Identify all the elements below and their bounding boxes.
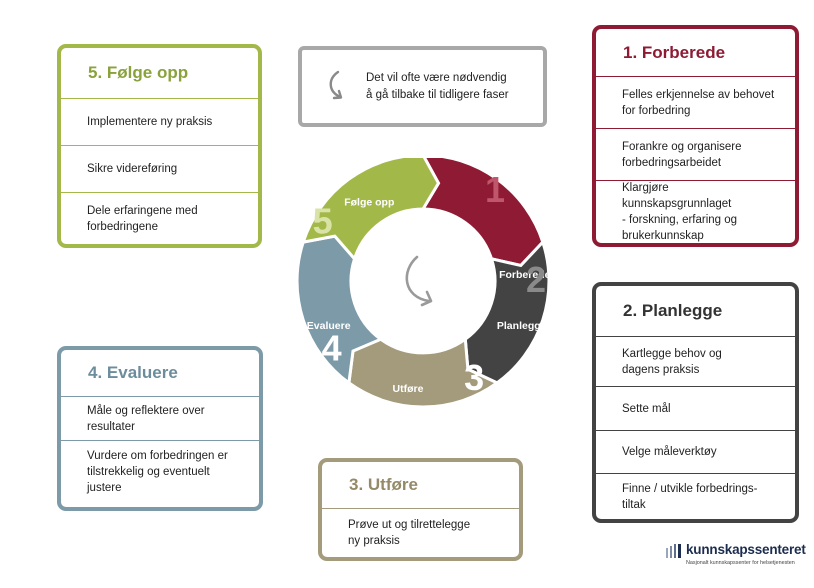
card-forberede: 1. Forberede Felles erkjennelse av behov… [592, 25, 799, 247]
return-note-box: Det vil ofte være nødvendig å gå tilbake… [298, 46, 547, 127]
return-arrow-icon [329, 70, 343, 99]
cycle-number-folge-opp: 5 [313, 201, 333, 242]
list-item: Sette mål [596, 386, 795, 430]
cycle-number-utfore: 3 [464, 357, 484, 398]
return-note-text: Det vil ofte være nødvendig å gå tilbake… [366, 70, 509, 104]
card-folge-opp: 5. Følge opp Implementere ny praksis Sik… [57, 44, 262, 248]
cycle-number-forberede: 1 [485, 169, 505, 210]
logo-subtitle: Nasjonalt kunnskapssenter for helsetjene… [686, 560, 795, 566]
card-title: 1. Forberede [623, 42, 726, 62]
list-item: Klargjøre kunnskapsgrunnlaget- forskning… [596, 180, 795, 243]
cycle-label-evaluere: Evaluere [307, 320, 351, 332]
cycle-number-evaluere: 4 [322, 327, 342, 368]
logo-bars-icon [666, 544, 681, 558]
card-title: 4. Evaluere [88, 363, 178, 382]
list-item: Velge måleverktøy [596, 430, 795, 473]
card-title: 3. Utføre [349, 475, 418, 494]
cycle-segment-forberede [420, 158, 545, 268]
list-item: Finne / utvikle forbedrings-tiltak [596, 473, 795, 519]
cycle-segment-folge-opp [300, 158, 441, 262]
return-arrow-icon [405, 255, 433, 307]
cycle-label-folge-opp: Følge opp [344, 196, 394, 208]
cycle-label-forberede: Forberede [499, 269, 551, 281]
cycle-label-utfore: Utføre [393, 383, 424, 395]
cycle-number-planlegge: 2 [526, 259, 546, 300]
note-line-1: Det vil ofte være nødvendig [366, 71, 507, 84]
card-title: 5. Følge opp [88, 63, 189, 82]
logo-name: kunnskapssenteret [686, 542, 806, 557]
card-title: 2. Planlegge [623, 301, 723, 320]
kunnskapssenteret-logo: kunnskapssenteret Nasjonalt kunnskapssen… [666, 541, 806, 575]
list-item: Implementere ny praksis [61, 98, 258, 145]
cycle-label-planlegge: Planlegge [497, 320, 547, 332]
list-item: Sikre videreføring [61, 145, 258, 192]
note-line-2: å gå tilbake til tidligere faser [366, 88, 509, 101]
